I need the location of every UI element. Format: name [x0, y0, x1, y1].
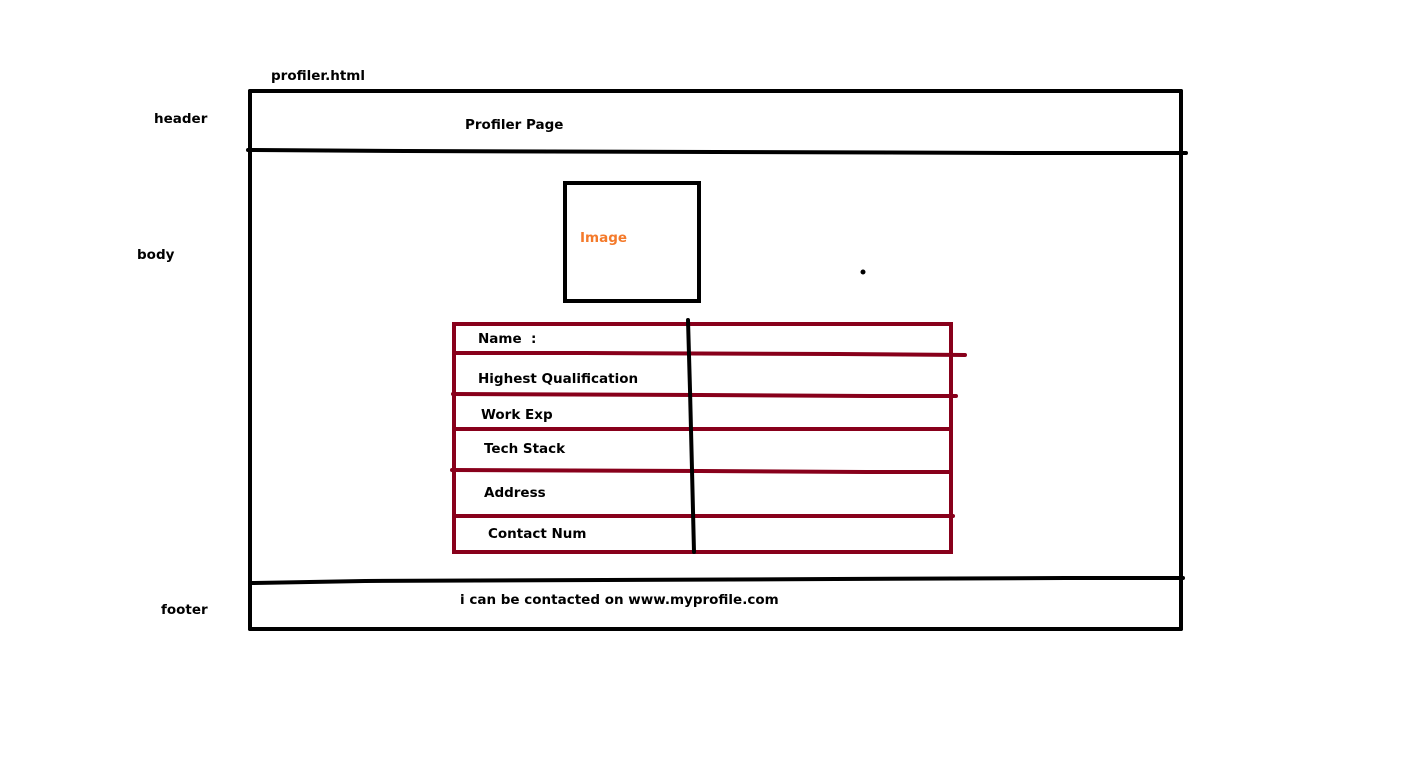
footer-divider [250, 576, 1185, 585]
page-title: Profiler Page [465, 117, 564, 133]
header-divider [246, 148, 1188, 155]
image-placeholder-label: Image [580, 230, 628, 246]
table-row-qualification-label: Highest Qualification [478, 371, 639, 387]
section-label-header: header [154, 111, 208, 127]
footer-contact-text: i can be contacted on www.myprofile.com [460, 592, 779, 608]
table-row-tech-stack-label: Tech Stack [484, 441, 566, 457]
profile-table-grid [450, 322, 967, 554]
table-column-divider [686, 318, 696, 554]
table-row-work-exp-label: Work Exp [481, 407, 553, 423]
file-name-label: profiler.html [271, 68, 366, 84]
image-placeholder-box [563, 181, 701, 303]
section-label-footer: footer [161, 602, 208, 618]
table-row-contact-num-label: Contact Num [488, 526, 587, 542]
stray-dot [860, 269, 866, 275]
table-row-name-label: Name : [478, 331, 537, 347]
page-frame [248, 89, 1183, 631]
section-label-body: body [137, 247, 175, 263]
table-row-address-label: Address [484, 485, 546, 501]
